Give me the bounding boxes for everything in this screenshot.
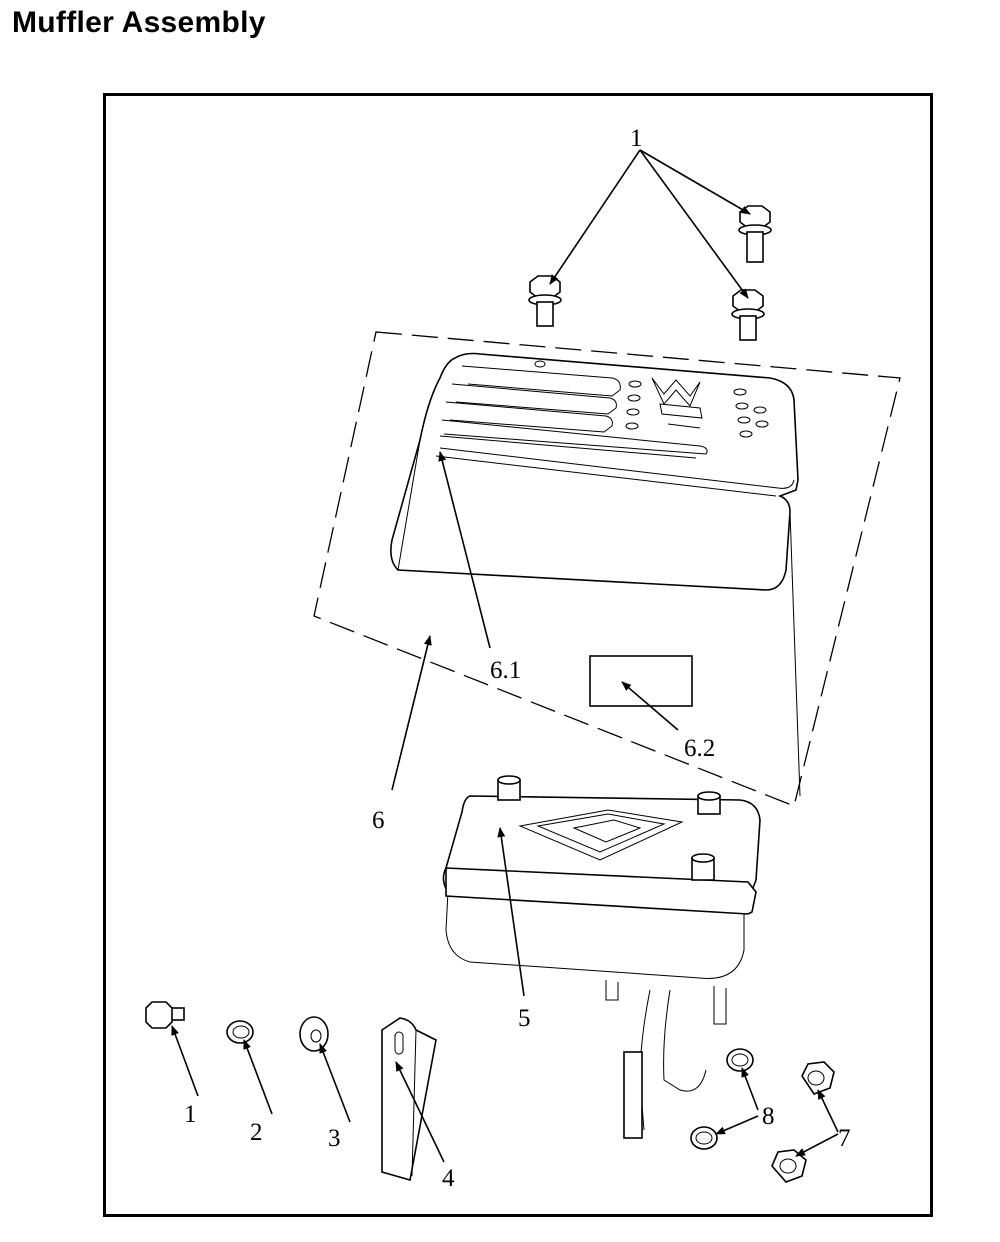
bolt-top-right [738, 205, 772, 263]
muffler-studs [497, 775, 721, 881]
logo-emblem [651, 377, 703, 429]
diagram-frame [103, 93, 933, 1217]
vent-holes [534, 360, 769, 438]
washer-large [299, 1016, 329, 1052]
outlet-flange [623, 1051, 643, 1139]
callout-label-plate: 6.2 [684, 735, 715, 762]
label-plate [589, 655, 693, 707]
callout-washer-small: 2 [250, 1119, 263, 1146]
callout-bolt: 1 [184, 1101, 197, 1128]
small-bolt [145, 1001, 185, 1029]
callout-bolt-top: 1 [630, 125, 643, 152]
top-bolts [528, 205, 772, 341]
leader-lines [171, 149, 839, 1163]
bolt-top-mid [731, 289, 765, 341]
muffler-body [442, 775, 761, 1139]
mounting-bracket [381, 1017, 437, 1182]
callout-nut: 7 [838, 1125, 851, 1152]
heat-shield [390, 352, 801, 797]
callout-labels: 1 6.1 6.2 6 5 1 2 3 4 8 7 [184, 125, 851, 1192]
callout-bracket: 4 [442, 1165, 455, 1192]
callout-heat-shield: 6 [372, 807, 385, 834]
bolt-top-left [528, 275, 562, 327]
callout-washer-large: 3 [328, 1125, 341, 1152]
callout-shield-plate: 6.1 [490, 657, 521, 684]
callout-washer-pair: 8 [762, 1103, 775, 1130]
washer-pair [690, 1048, 754, 1150]
hex-nuts [771, 1061, 835, 1183]
callout-muffler: 5 [518, 1005, 531, 1032]
washer-small [226, 1020, 254, 1044]
page-title: Muffler Assembly [12, 6, 266, 39]
